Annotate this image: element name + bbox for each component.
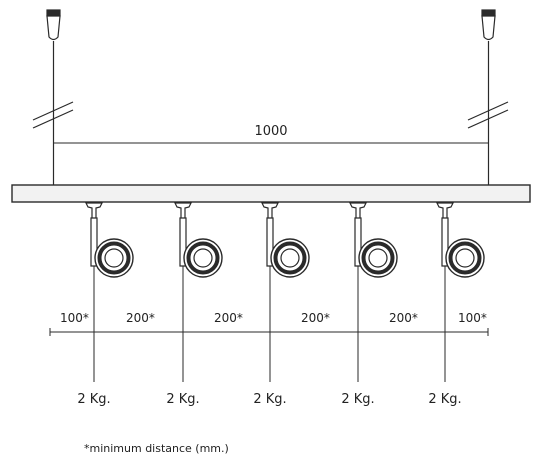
cable-break-icon (32, 101, 74, 129)
spacing-label-1: 100* (60, 311, 89, 325)
track-spotlight-icon (174, 202, 223, 278)
spacing-label-5: 200* (389, 311, 418, 325)
track-spotlight-icon (349, 202, 398, 278)
footnote: *minimum distance (mm.) (84, 442, 229, 455)
load-label-4: 2 Kg. (341, 392, 374, 407)
span-dimension (53, 139, 489, 147)
spacing-label-6: 100* (458, 311, 487, 325)
load-label-1: 2 Kg. (77, 392, 110, 407)
ceiling-canopy-icon (481, 9, 496, 41)
track-spotlight-icon (261, 202, 310, 278)
load-label-3: 2 Kg. (253, 392, 286, 407)
cable-break-icon (467, 101, 509, 129)
track-spotlight-icon (436, 202, 485, 278)
spacing-label-4: 200* (301, 311, 330, 325)
span-dimension-label: 1000 (254, 124, 287, 139)
spacing-label-3: 200* (214, 311, 243, 325)
spacing-dimension (49, 328, 489, 336)
track-spotlight-icon (85, 202, 134, 278)
suspension-left (32, 9, 74, 185)
ceiling-canopy-icon (46, 9, 61, 41)
suspension-right (467, 9, 509, 185)
spacing-label-2: 200* (126, 311, 155, 325)
spotlights (85, 202, 485, 382)
track-bar (11, 184, 531, 203)
load-label-2: 2 Kg. (166, 392, 199, 407)
load-label-5: 2 Kg. (428, 392, 461, 407)
